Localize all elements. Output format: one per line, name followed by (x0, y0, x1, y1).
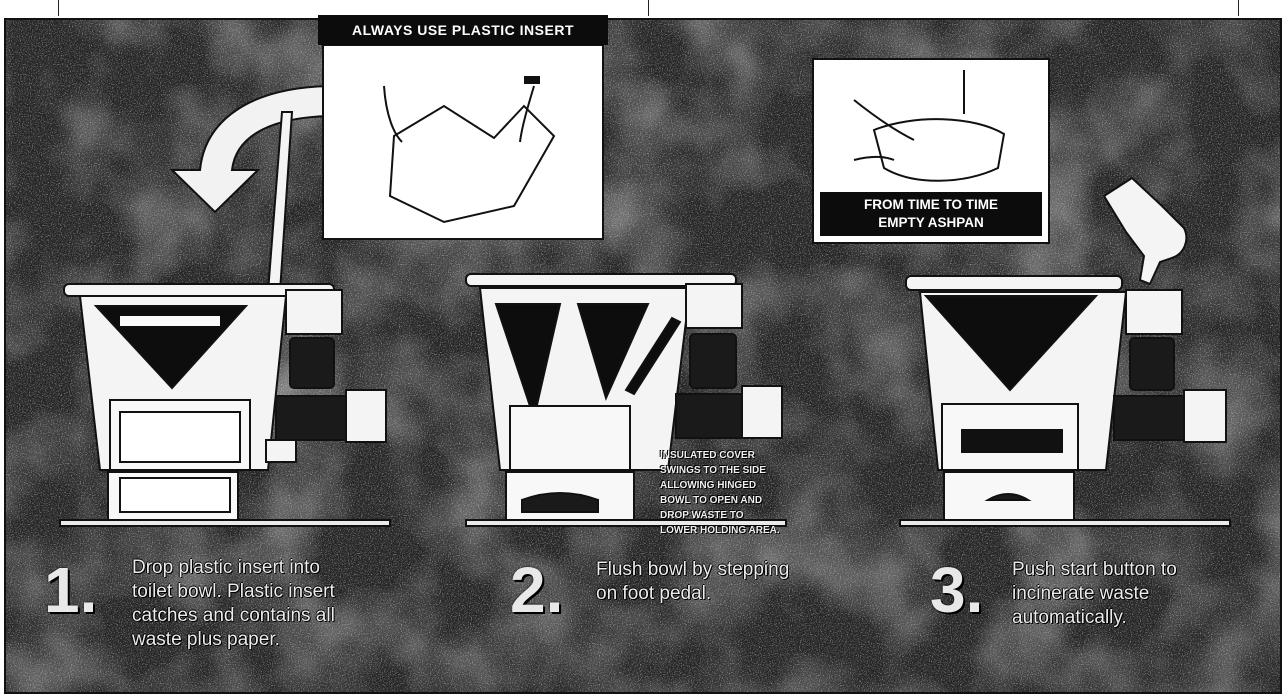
step-2-text: Flush bowl by stepping on foot pedal. (596, 558, 789, 606)
step-1-line: catches and contains all (132, 604, 335, 628)
note-line: LOWER HOLDING AREA. (660, 523, 780, 538)
insert-label: ALWAYS USE PLASTIC INSERT (318, 15, 608, 45)
hand-icon (1104, 178, 1186, 284)
step-1-line: waste plus paper. (132, 628, 335, 652)
ashpan-caption-line-1: FROM TIME TO TIME (822, 196, 1040, 214)
step-2-line: Flush bowl by stepping (596, 558, 789, 582)
ashpan-inset: FROM TIME TO TIME EMPTY ASHPAN (812, 58, 1050, 244)
step-2-line: on foot pedal. (596, 582, 789, 606)
step-2: 2. Flush bowl by stepping on foot pedal. (510, 558, 870, 648)
ashpan-caption-line-2: EMPTY ASHPAN (822, 214, 1040, 232)
step-1: 1. Drop plastic insert into toilet bowl.… (44, 556, 424, 686)
step-3-line: automatically. (1012, 606, 1177, 630)
note-line: SWINGS TO THE SIDE (660, 463, 780, 478)
step-1-number: 1. (44, 558, 97, 622)
step-3-number: 3. (930, 558, 983, 622)
step-1-line: toilet bowl. Plastic insert (132, 580, 335, 604)
curved-arrow-icon (172, 86, 328, 212)
step-2-number: 2. (510, 558, 563, 622)
step-1-line: Drop plastic insert into (132, 556, 335, 580)
toilet-unit-3 (900, 276, 1230, 526)
step-3-text: Push start button to incinerate waste au… (1012, 558, 1177, 630)
plastic-insert-inset (322, 44, 604, 240)
insulated-cover-note: INSULATED COVER SWINGS TO THE SIDE ALLOW… (660, 448, 780, 538)
note-line: ALLOWING HINGED (660, 478, 780, 493)
note-line: BOWL TO OPEN AND (660, 493, 780, 508)
note-line: INSULATED COVER (660, 448, 780, 463)
plastic-insert-illustration (324, 46, 602, 238)
step-3-line: Push start button to (1012, 558, 1177, 582)
step-3-line: incinerate waste (1012, 582, 1177, 606)
note-line: DROP WASTE TO (660, 508, 780, 523)
step-1-text: Drop plastic insert into toilet bowl. Pl… (132, 556, 335, 652)
ashpan-caption: FROM TIME TO TIME EMPTY ASHPAN (820, 192, 1042, 236)
step-3: 3. Push start button to incinerate waste… (930, 558, 1250, 658)
